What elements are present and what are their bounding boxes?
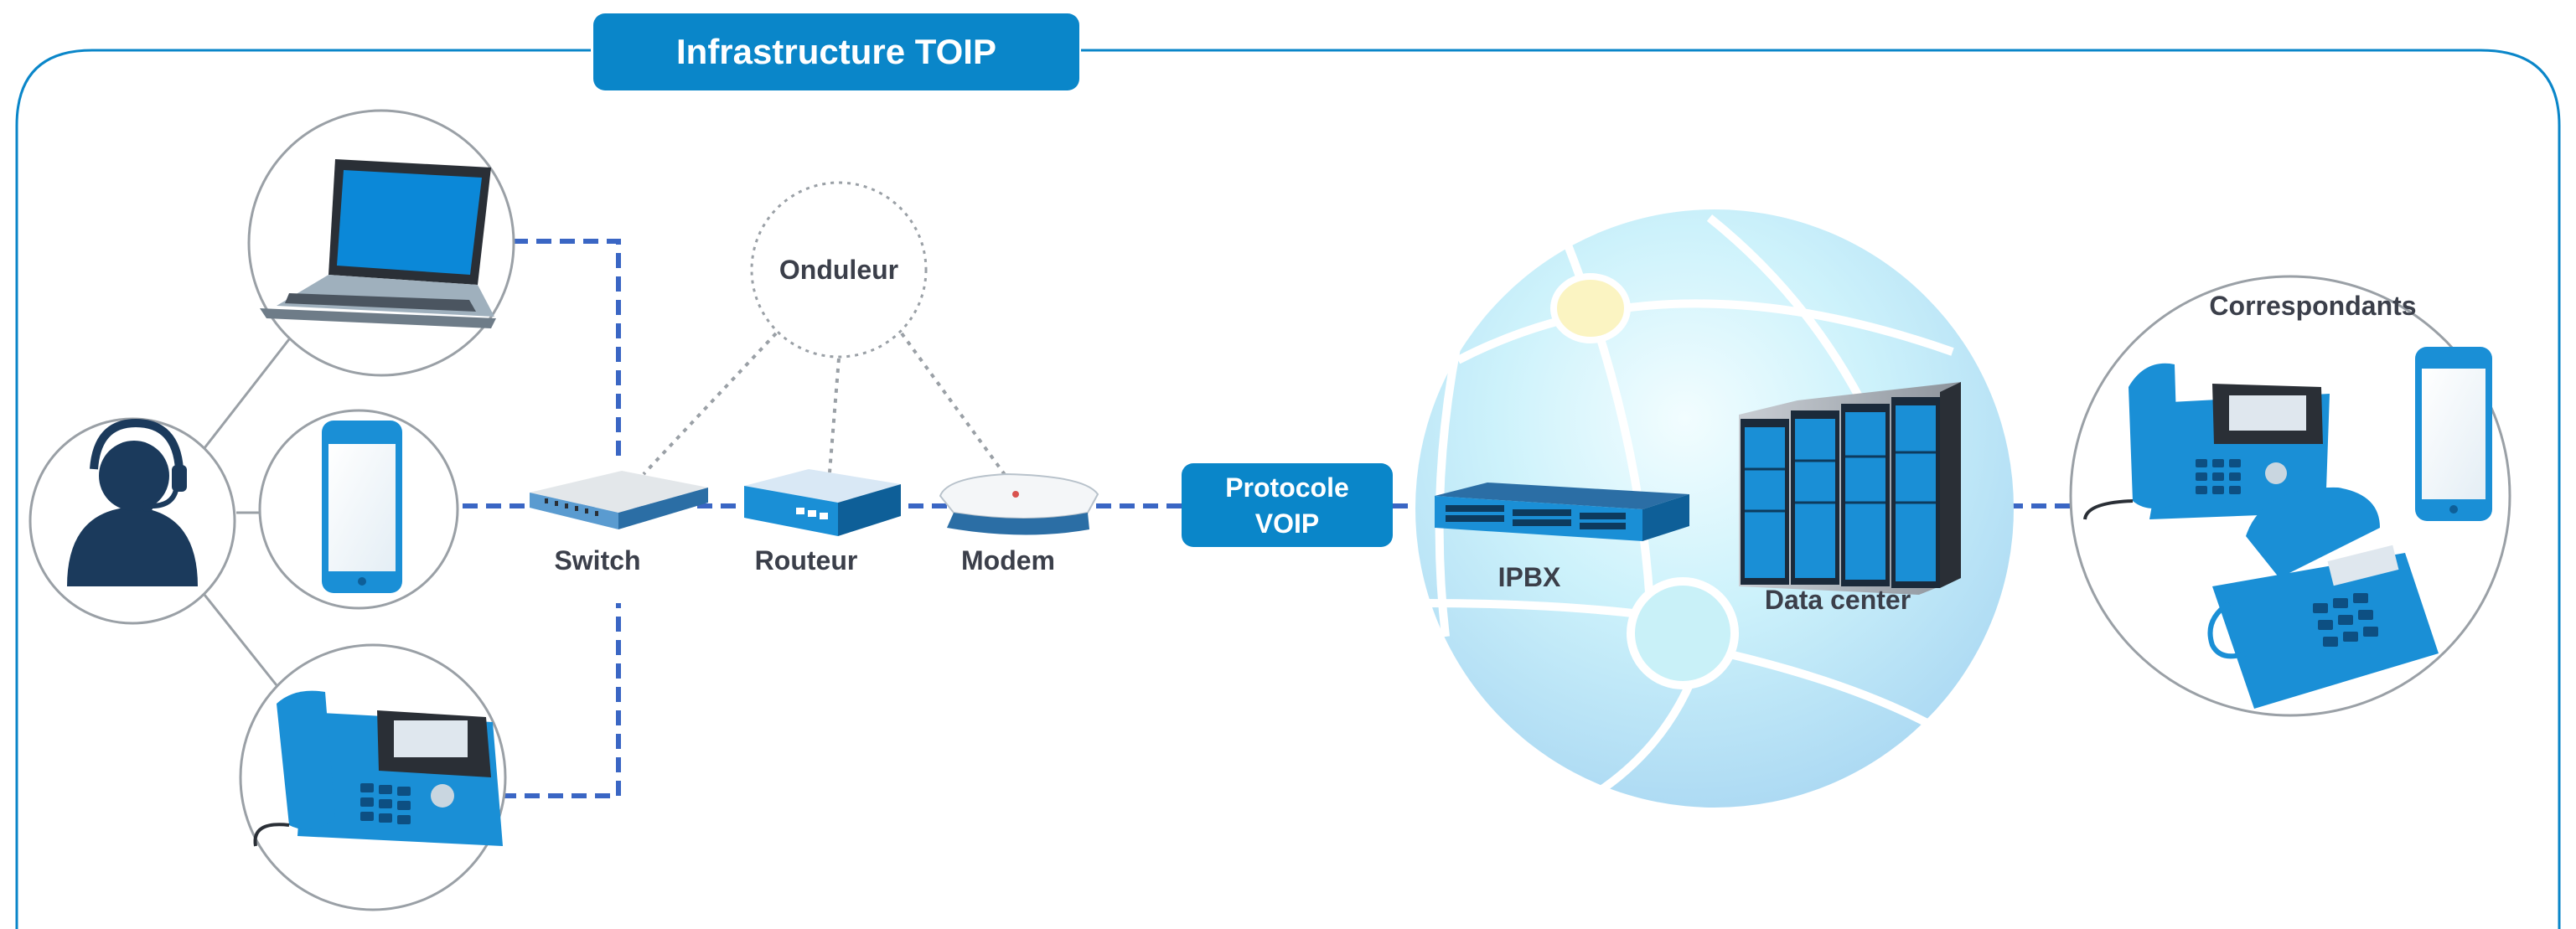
datacenter-label: Data center [1765,585,1911,615]
voip-protocol-badge: Protocole VOIP [1182,463,1393,547]
correspondent-classic-phone-icon [2207,487,2439,709]
laptop-node [247,109,515,377]
smartphone-node [258,409,459,610]
server-rack-icon [1739,382,1961,595]
ipbx-icon [1435,483,1689,541]
ups-power-links [642,332,1007,477]
diagram-title: Infrastructure TOIP [676,32,996,71]
switch-label: Switch [554,545,640,575]
correspondents-node: Correspondants [2069,275,2511,717]
voip-protocol-line1: Protocole [1225,472,1349,503]
switch-icon [530,471,708,529]
laptop-icon [260,159,496,328]
ipbx-label: IPBX [1498,562,1561,592]
desk-phone-node [239,643,507,911]
router-icon [744,469,901,536]
operator-headset-icon [67,418,198,586]
ups-node: Onduleur [750,181,928,359]
correspondent-desk-phone-icon [2083,363,2330,520]
modem-icon [939,472,1099,535]
outer-frame [15,49,2561,929]
operator-node [28,417,236,625]
user-device-connectors [199,338,291,686]
modem-label: Modem [961,545,1055,575]
voip-protocol-line2: VOIP [1255,508,1319,539]
laptop-to-switch-link [513,239,621,459]
phone-to-switch-link [501,603,621,798]
correspondent-smartphone-icon [2415,347,2492,521]
correspondents-label: Correspondants [2209,291,2416,321]
desk-phone-icon [253,690,503,847]
ups-label: Onduleur [779,255,898,285]
smartphone-icon [322,421,402,593]
router-label: Routeur [755,545,858,575]
title-badge: Infrastructure TOIP [593,13,1079,90]
